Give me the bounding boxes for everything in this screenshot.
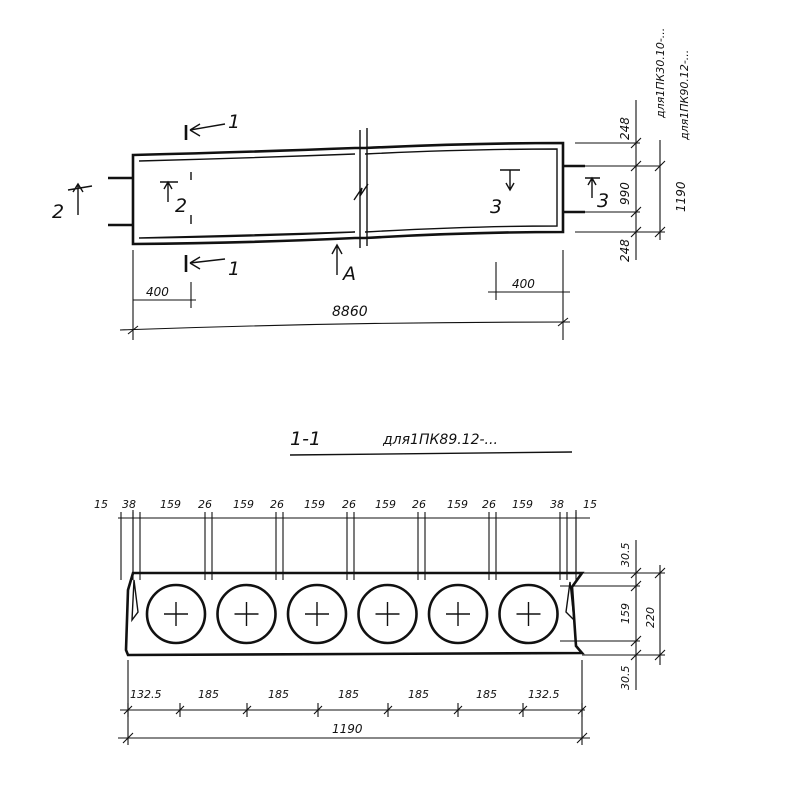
bottom-dim-ticks	[123, 703, 587, 717]
note-1pk30: для1ПК30.10-...	[654, 28, 667, 119]
dim-line-8860	[119, 321, 571, 331]
section-outline	[124, 571, 585, 657]
dim-220: 220	[644, 607, 657, 628]
break-zigzag	[353, 183, 369, 201]
top-dim-label: 15	[94, 498, 108, 511]
section-subtitle: для1ПК89.12-...	[382, 432, 498, 448]
dim-159-right: 159	[619, 603, 632, 624]
cut-1-top-arrow	[189, 123, 226, 137]
slab-outline-inner	[138, 148, 558, 239]
top-dim-label: 38	[122, 498, 136, 511]
void-circle	[145, 583, 207, 645]
bottom-dim-label: 185	[198, 688, 219, 701]
slab-outline-outer	[131, 141, 565, 246]
dim-400-left: 400	[146, 285, 169, 299]
top-dim-labels: 15 38 159 26 159 26 159 26 159 26 159 26 159 38 15	[94, 498, 597, 511]
section-title: 1-1	[290, 428, 321, 450]
top-dim-label: 159	[447, 498, 468, 511]
dim-1190: 1190	[674, 181, 688, 212]
dim-248-bottom: 248	[618, 239, 632, 262]
top-dim-label: 26	[342, 498, 356, 511]
dim-30-5-top: 30.5	[619, 543, 632, 568]
key-joint-right	[565, 581, 575, 622]
void-center-mark	[446, 602, 470, 626]
dim-248-top: 248	[618, 117, 632, 140]
top-dim-ticks	[120, 512, 577, 580]
bottom-dim-tick	[383, 703, 393, 717]
dim-30-5-bottom: 30.5	[619, 666, 632, 691]
bottom-dim-label: 185	[338, 688, 359, 701]
top-dim-label: 38	[550, 498, 564, 511]
cut-1-bottom-label: 1	[228, 258, 240, 280]
dim-990: 990	[618, 182, 632, 205]
bottom-dim-label: 185	[268, 688, 289, 701]
void-circle	[286, 583, 348, 645]
void-circle	[216, 583, 277, 645]
plan-view: 1 1 2 2 3 3 A 400 400 8860	[52, 28, 691, 340]
bottom-dim-tick	[123, 703, 133, 717]
dim-1190-section: 1190	[332, 722, 363, 736]
top-dim-label: 159	[512, 498, 533, 511]
bottom-dim-tick	[453, 703, 463, 717]
void-center-mark	[305, 602, 329, 626]
bottom-dim-tick	[175, 703, 185, 717]
cut-3-right-arrow	[585, 176, 600, 198]
bottom-dim-label: 132.5	[528, 688, 560, 701]
total-dim-ticks	[122, 732, 588, 744]
cut-2-inner-arrow	[160, 180, 178, 202]
void-center-mark	[375, 602, 400, 626]
dim-ticks-right	[630, 567, 666, 661]
cut-3-right-label: 3	[597, 190, 609, 212]
void-center-mark	[164, 602, 188, 626]
cut-1-bottom-arrow	[189, 256, 226, 270]
bottom-dim-labels: 132.5 185 185 185 185 185 132.5	[130, 688, 560, 701]
cut-3-inner-label: 3	[490, 196, 502, 218]
voids	[145, 583, 559, 645]
cut-2-left-arrow	[67, 182, 93, 215]
top-dim-label: 26	[198, 498, 212, 511]
void-circle	[498, 583, 559, 645]
top-dim-label: 26	[412, 498, 426, 511]
note-1pk90: для1ПК90.12-...	[678, 50, 691, 141]
bottom-dim-tick	[313, 703, 323, 717]
key-joint-left	[131, 579, 139, 623]
dim-ticks-vertical	[630, 137, 666, 238]
dim-8860: 8860	[332, 304, 368, 320]
top-dim-label: 15	[583, 498, 597, 511]
top-dim-label: 159	[160, 498, 181, 511]
cut-1-top-label: 1	[228, 111, 240, 133]
void-circle	[427, 583, 489, 645]
top-dim-label: 159	[375, 498, 396, 511]
bottom-dim-label: 132.5	[130, 688, 162, 701]
top-dim-label: 26	[270, 498, 284, 511]
bottom-dim-tick	[577, 703, 587, 717]
dim-ticks-8860	[127, 317, 569, 335]
void-center-mark	[234, 602, 259, 626]
top-dim-label: 26	[482, 498, 496, 511]
bottom-dim-label: 185	[476, 688, 497, 701]
cut-2-left-label: 2	[52, 201, 64, 223]
bottom-dim-tick	[242, 703, 252, 717]
bottom-dim-tick	[518, 703, 528, 717]
dim-400-right: 400	[512, 277, 535, 291]
bottom-dim-label: 185	[408, 688, 429, 701]
view-a-label: A	[341, 263, 356, 285]
section-title-underline	[289, 451, 573, 456]
void-circle	[357, 583, 418, 645]
cut-2-inner-label: 2	[175, 195, 187, 217]
cut-3-inner-arrow	[500, 169, 520, 192]
top-dim-label: 159	[304, 498, 325, 511]
view-a-arrow	[331, 243, 343, 275]
top-dim-label: 159	[233, 498, 254, 511]
void-center-mark	[516, 602, 541, 626]
